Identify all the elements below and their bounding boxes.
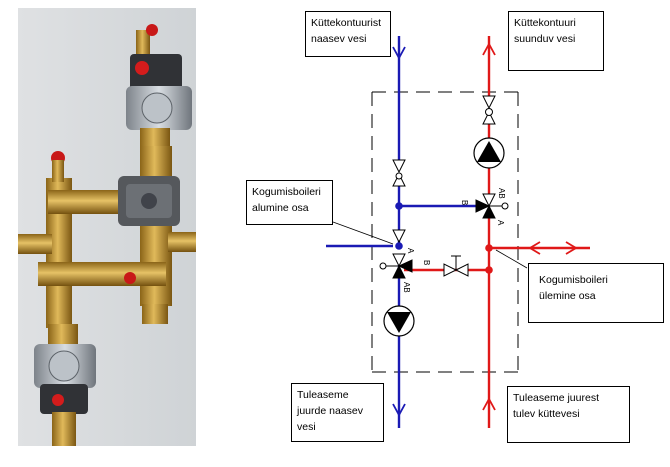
upper-three-way-valve-icon [475, 193, 509, 219]
label-return-from-heating: Küttekontuurist naasev vesi [305, 11, 391, 57]
upper-pump-symbol [473, 137, 505, 169]
valve-label-top-b: B [460, 200, 469, 205]
left-side-stub [18, 234, 52, 254]
label-boiler-upper: Kogumisboileri ülemine osa [528, 263, 664, 323]
hot-supply-line [404, 36, 590, 428]
hot-junction-dot-lower [485, 266, 493, 274]
check-valve-red-icon [482, 95, 496, 125]
right-side-stub [168, 232, 196, 252]
lower-valve-handle-icon [124, 272, 136, 284]
upper-valve-handle-icon [146, 24, 158, 36]
valve-label-bottom-ab: AB [402, 282, 411, 293]
cold-junction-dot-lower [395, 242, 403, 250]
label-return-to-source: Tuleaseme juurde naasev vesi [291, 383, 384, 442]
leader-lines [332, 221, 528, 269]
cold-junction-dot-upper [395, 202, 403, 210]
valve-label-top-ab: AB [497, 188, 506, 199]
lower-pump-symbol [383, 305, 415, 337]
upper-pump-icon [126, 30, 192, 146]
hot-flow-arrows [482, 42, 578, 411]
check-valve-blue-icon [392, 159, 406, 187]
valve-label-bottom-a: A [406, 248, 415, 254]
lower-three-way-valve-icon [379, 253, 413, 279]
mixing-unit-photo [18, 8, 196, 446]
lower-cross-pipe [38, 262, 166, 286]
lower-pump-icon [34, 324, 96, 446]
label-boiler-lower: Kogumisboileri alumine osa [246, 180, 333, 225]
small-valve-blue-icon [392, 229, 406, 244]
hot-junction-dot-upper [485, 244, 493, 252]
cold-flow-arrows [392, 46, 406, 417]
valve-label-top-a: A [496, 220, 505, 226]
unit-boundary-dashed [371, 91, 519, 373]
balancing-valve-icon [443, 255, 469, 277]
label-supply-to-heating: Küttekontuuri suunduv vesi [508, 11, 604, 71]
label-supply-from-source: Tuleaseme juurest tulev küttevesi [507, 386, 630, 443]
mixing-valve-actuator-icon [118, 176, 180, 226]
valve-label-bottom-b: B [422, 260, 431, 265]
